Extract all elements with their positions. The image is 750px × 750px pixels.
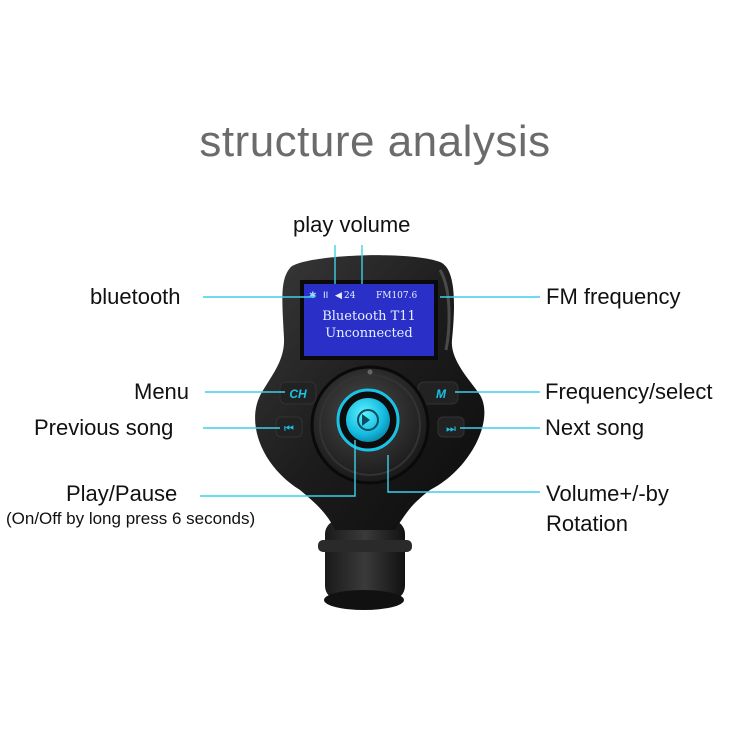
car-plug xyxy=(318,520,412,610)
lcd-line-2: Unconnected xyxy=(325,326,412,341)
play-pause-icon xyxy=(362,414,370,426)
label-bluetooth: bluetooth xyxy=(90,284,181,309)
pause-status-icon: II xyxy=(323,291,328,301)
previous-button[interactable]: ⏮ xyxy=(275,416,303,438)
volume-rotation-callout-line xyxy=(387,455,540,493)
m-button-label: M xyxy=(436,387,447,401)
next-icon: ⏭ xyxy=(446,422,456,435)
label-volume-rotation-2: Rotation xyxy=(546,511,628,536)
label-play-pause: Play/Pause xyxy=(66,481,178,506)
previous-icon: ⏮ xyxy=(284,422,294,435)
volume-value: 24 xyxy=(344,291,356,301)
bluetooth-status-icon: ✱ xyxy=(309,291,317,301)
label-fm-frequency: FM frequency xyxy=(546,284,681,309)
label-frequency-select: Frequency/select xyxy=(545,379,713,404)
lcd-line-1: Bluetooth T11 xyxy=(322,309,416,324)
speaker-status-icon: ◀ xyxy=(335,291,342,301)
play-pause-callout-line xyxy=(200,440,356,497)
next-button[interactable]: ⏭ xyxy=(437,416,465,438)
lcd-screen: ✱ II ◀ 24 FM107.6 Bluetooth T11 Unconnec… xyxy=(300,280,438,360)
play-pause-button[interactable] xyxy=(336,388,400,452)
diagram-title: structure analysis xyxy=(199,117,551,166)
label-volume-rotation-1: Volume+/-by xyxy=(546,481,669,506)
frequency-value: FM107.6 xyxy=(376,291,417,301)
callout-lines xyxy=(200,245,540,497)
label-menu: Menu xyxy=(134,379,190,404)
ch-button-label: CH xyxy=(289,387,307,401)
label-play-pause-note: (On/Off by long press 6 seconds) xyxy=(6,509,256,528)
label-next-song: Next song xyxy=(545,415,645,440)
label-previous-song: Previous song xyxy=(34,415,174,440)
ch-button[interactable]: CH xyxy=(279,381,317,405)
label-play-volume: play volume xyxy=(293,212,411,237)
